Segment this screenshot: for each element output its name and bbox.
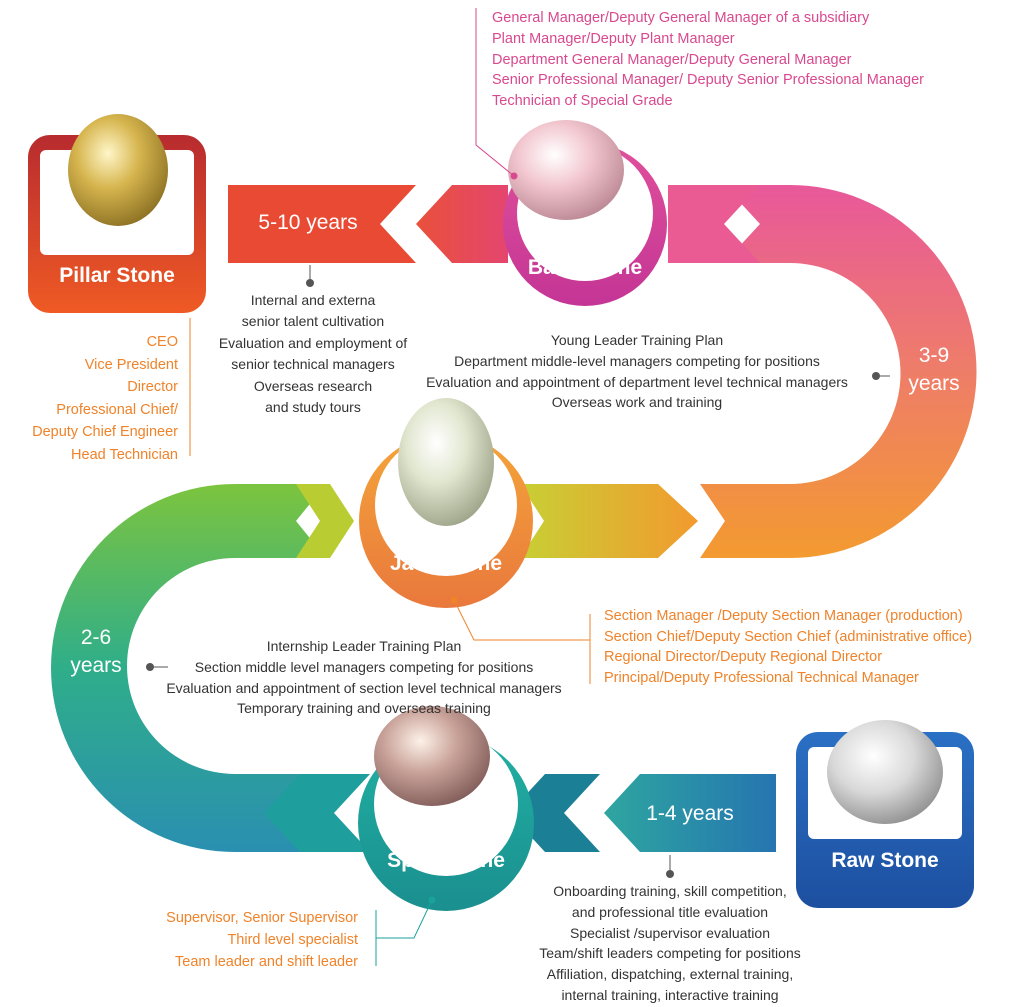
jade-role: Regional Director/Deputy Regional Direct… <box>604 649 883 665</box>
spirit-connector-dot <box>428 896 436 904</box>
duration-3-9: 3-9 years <box>896 342 972 398</box>
spirit-stone-label: Spirit Stone <box>387 849 505 872</box>
pillar-role: Vice President <box>84 356 178 373</box>
jade-role: Section Manager /Deputy Section Manager … <box>604 608 963 624</box>
intern-training-line: Internship Leader Training Plan <box>266 638 462 654</box>
onboard-training-line: Specialist /supervisor evaluation <box>570 924 770 941</box>
young-training-line: Department middle-level managers competi… <box>454 352 820 369</box>
senior-training-line: Internal and externa <box>250 292 376 308</box>
base-stone-label: Base Stone <box>527 256 643 279</box>
base-stone-roles: General Manager/Deputy General Manager o… <box>492 8 924 112</box>
top-arrow-3 <box>668 185 760 263</box>
pearl-green-icon <box>398 398 494 526</box>
senior-training-line: senior technical managers <box>231 356 395 373</box>
young-training-line: Evaluation and appointment of department… <box>426 373 848 390</box>
onboard-training-line: Onboarding training, skill competition, <box>553 883 787 899</box>
young-leader-training-text: Young Leader Training Plan Department mi… <box>404 330 870 413</box>
pillar-role: Head Technician <box>71 446 178 463</box>
internship-training-text: Internship Leader Training Plan Section … <box>146 636 582 719</box>
spirit-role: Supervisor, Senior Supervisor <box>166 910 358 926</box>
left-loop-band <box>51 484 330 852</box>
spirit-role: Third level specialist <box>227 932 358 948</box>
intern-training-line: Section middle level managers competing … <box>194 658 534 675</box>
duration-2-6-unit: years <box>70 654 122 677</box>
onboard-training-line: Affiliation, dispatching, external train… <box>546 966 794 983</box>
onboard-training-line: Team/shift leaders competing for positio… <box>539 945 801 962</box>
onboard-training-line: internal training, interactive training <box>561 986 779 1003</box>
connector-dots <box>146 279 880 878</box>
duration-5-10: 5-10 years <box>258 211 358 234</box>
intern-training-line: Temporary training and overseas training <box>237 700 491 717</box>
pillar-role: Director <box>127 379 178 395</box>
bottom-arrow-1 <box>264 774 370 852</box>
senior-training-line: senior talent cultivation <box>241 313 385 330</box>
pillar-role: Deputy Chief Engineer <box>32 424 178 440</box>
young-training-line: Overseas work and training <box>551 394 723 411</box>
jade-role: Principal/Deputy Professional Technical … <box>604 669 919 686</box>
mid-arrow-2 <box>520 484 698 558</box>
raw-stone-label: Raw Stone <box>831 849 939 872</box>
duration-1-4: 1-4 years <box>646 802 734 825</box>
bottom-arrow-3 <box>604 774 776 852</box>
base-role: Plant Manager/Deputy Plant Manager <box>492 30 735 47</box>
duration-2-6-number: 2-6 <box>80 626 112 649</box>
pillar-stone-roles: CEO Vice President Director Professional… <box>0 331 178 466</box>
onboard-training-line: and professional title evaluation <box>571 903 769 920</box>
intern-training-line: Evaluation and appointment of section le… <box>166 679 562 696</box>
pillar-role: Professional Chief/ <box>56 401 178 418</box>
duration-2-6: 2-6 years <box>58 624 134 680</box>
pearl-pink-icon <box>508 120 624 220</box>
base-role: General Manager/Deputy General Manager o… <box>492 10 870 26</box>
pillar-role: CEO <box>146 334 178 350</box>
senior-training-text: Internal and externa senior talent culti… <box>200 290 426 418</box>
mid-arrow-1 <box>296 484 354 558</box>
spirit-stone-roles: Supervisor, Senior Supervisor Third leve… <box>130 907 358 973</box>
young-training-line: Young Leader Training Plan <box>550 332 724 348</box>
right-loop-band <box>700 185 977 558</box>
pillar-stone-label: Pillar Stone <box>59 264 175 287</box>
base-connector-dot <box>510 172 518 180</box>
senior-training-line: Evaluation and employment of <box>218 334 408 351</box>
top-arrow-2 <box>416 185 508 263</box>
duration-3-9-number: 3-9 <box>918 344 950 367</box>
jade-stone-roles: Section Manager /Deputy Section Manager … <box>604 606 972 688</box>
onboarding-training-text: Onboarding training, skill competition, … <box>508 881 832 1006</box>
base-role: Department General Manager/Deputy Genera… <box>492 51 852 68</box>
jade-role: Section Chief/Deputy Section Chief (admi… <box>604 628 973 645</box>
pearl-gold-icon <box>68 114 168 226</box>
pearl-silver-icon <box>827 720 943 824</box>
jade-stone-label: Jade Stone <box>389 552 503 575</box>
pearl-rose-icon <box>374 706 490 806</box>
base-role: Technician of Special Grade <box>492 93 673 110</box>
senior-training-line: and study tours <box>265 399 361 416</box>
base-role: Senior Professional Manager/ Deputy Seni… <box>492 72 925 89</box>
spirit-role: Team leader and shift leader <box>175 954 358 970</box>
jade-connector-dot <box>450 596 458 604</box>
top-arrow-1 <box>228 185 416 263</box>
senior-training-line: Overseas research <box>253 377 373 394</box>
duration-3-9-unit: years <box>908 372 960 395</box>
